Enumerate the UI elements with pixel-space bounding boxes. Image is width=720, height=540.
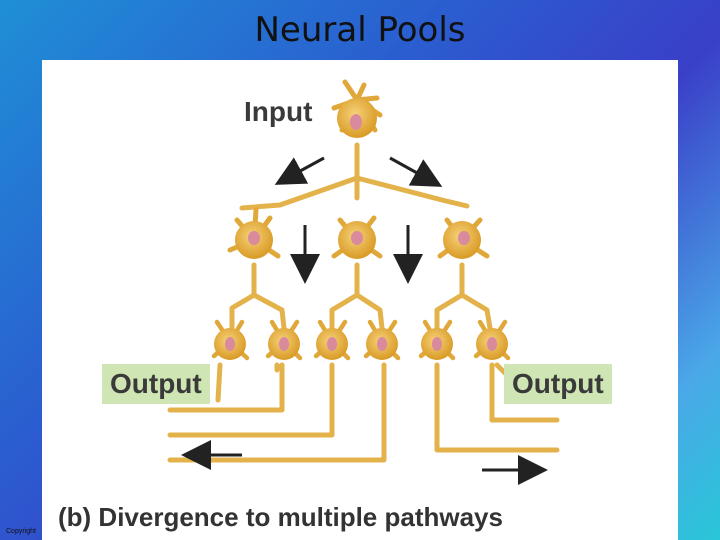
- out-axon-4: [167, 362, 387, 463]
- row2-axon-left: [229, 262, 257, 331]
- out-axon-2: [167, 362, 285, 413]
- slide-title: Neural Pools: [254, 10, 466, 50]
- axon-pathways: [167, 142, 560, 463]
- neuron-row3: [211, 319, 511, 361]
- input-branch-right: [354, 175, 470, 209]
- out-axon-5: [434, 362, 560, 453]
- divergence-diagram: [167, 79, 560, 485]
- neuron-row3-6: [473, 319, 511, 361]
- row2-axon-mid-b: [354, 292, 385, 331]
- neuron-row3-3: [313, 319, 351, 361]
- out-axon-1: [215, 362, 223, 403]
- row2-axon-right: [434, 262, 465, 331]
- input-branch-left: [239, 175, 360, 211]
- row2-axon-right-b: [459, 292, 493, 331]
- input-label: Input: [244, 96, 313, 127]
- output-label-left: Output: [102, 364, 210, 404]
- diagram-panel: Input Output Output (b) Divergence to mu…: [42, 60, 678, 540]
- neuron-row3-5: [418, 319, 456, 361]
- arrow-down-left: [274, 156, 325, 185]
- diagram-caption: (b) Divergence to multiple pathways: [58, 502, 503, 532]
- arrow-down-right: [389, 156, 443, 187]
- neuron-row3-4: [363, 319, 401, 361]
- out-axon-3: [167, 362, 335, 438]
- row2-axon-mid: [329, 262, 360, 331]
- out-axon-6: [489, 362, 560, 423]
- neuron-row3-2: [265, 319, 303, 361]
- copyright-text: Copyright: [6, 528, 36, 535]
- output-label-right: Output: [504, 364, 612, 404]
- neuron-row2-mid: [331, 215, 383, 259]
- neuron-row2-right: [437, 217, 490, 259]
- neuron-input: [331, 79, 383, 138]
- neuron-row2-left: [227, 207, 281, 259]
- neuron-row3-1: [211, 319, 250, 361]
- row2-axon-left-b: [251, 292, 287, 331]
- direction-arrows: [181, 156, 548, 485]
